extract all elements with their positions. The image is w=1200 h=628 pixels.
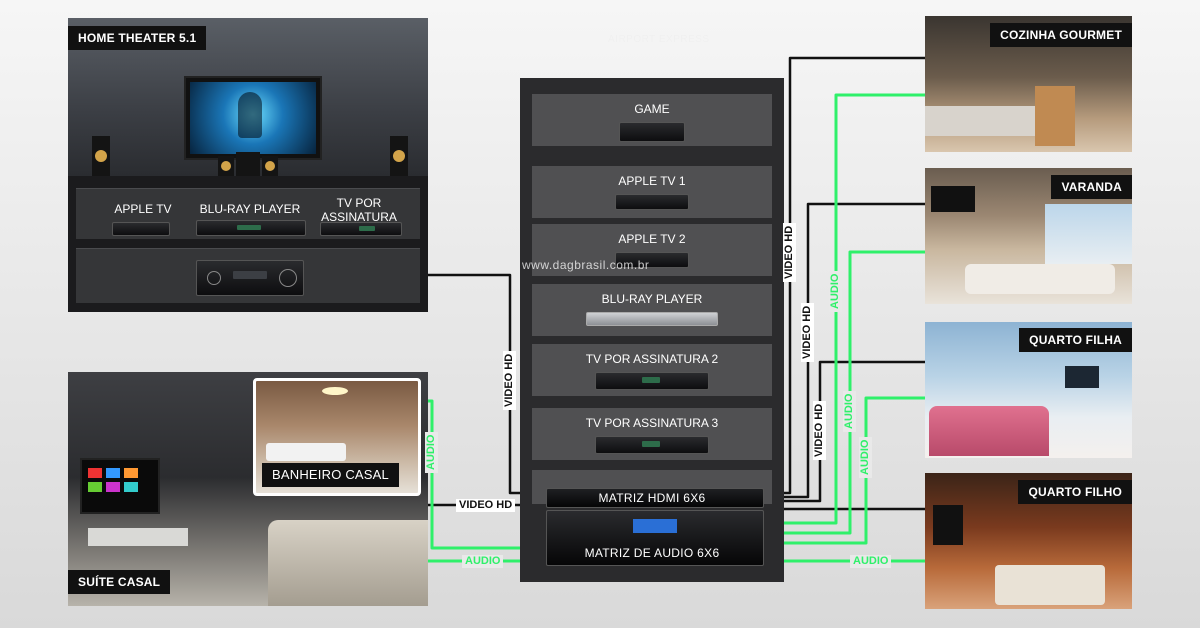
audio-label-suite: AUDIO [462,555,504,568]
video-hd-label-quarto-filha: VIDEO HD [813,400,826,460]
watermark: www.dagbrasil.com.br [522,258,650,272]
varanda-view [1045,204,1132,264]
audio-wire-cozinha [762,93,925,525]
video-hd-label-suite: VIDEO HD [456,499,516,512]
audio-label-cozinha: AUDIO [829,270,842,312]
quarto-filho-tv [933,505,963,545]
speaker-center [236,152,260,176]
ht-device-apple-tv-label: APPLE TV [114,202,172,216]
game-console-icon [619,122,685,142]
speaker-left [92,136,110,176]
quarto-filha-bed [929,406,1049,456]
video-hd-label-home-theater: VIDEO HD [503,350,516,410]
cozinha-gourmet-label: COZINHA GOURMET [990,23,1132,47]
rack-slot-tv-assinatura-2: TV POR ASSINATURA 2 [532,344,772,396]
bed [268,520,428,606]
rack-slot-game: GAME [532,94,772,146]
set-top-box-icon [320,222,402,236]
varanda-sofa [965,264,1115,294]
cozinha-gourmet-panel: COZINHA GOURMET [925,16,1132,152]
tv-stand [88,528,188,546]
ht-device-tv-assinatura-label: TV POR ASSINATURA [321,196,397,224]
set-top-box-3-icon [595,436,709,454]
home-theater-panel: HOME THEATER 5.1 [68,18,428,176]
rack-slot-tv-assinatura-3-label: TV POR ASSINATURA 3 [585,416,719,430]
smart-tv [80,458,160,514]
airport-express-label: AIRPORT EXPRESS [608,34,710,45]
apple-tv-2-icon [615,252,689,268]
video-hd-label-cozinha: VIDEO HD [783,222,796,282]
ceiling-light [322,387,348,395]
audio-label-quarto-filho: AUDIO [850,555,892,568]
quarto-filho-bed [995,565,1105,605]
bluray-player-icon [586,312,718,326]
audio-label-bathroom: AUDIO [425,431,438,473]
equipment-rack: GAME APPLE TV 1 APPLE TV 2 BLU-RAY PLAYE… [520,78,784,582]
rack-slot-apple-tv-2-label: APPLE TV 2 [618,232,686,246]
audio-matrix-label: MATRIZ DE AUDIO 6X6 [584,546,720,560]
speaker-center-left [218,156,234,176]
apple-tv-1-icon [615,194,689,210]
banheiro-casal-label: BANHEIRO CASAL [262,463,399,487]
rack-slot-tv-assinatura-2-label: TV POR ASSINATURA 2 [585,352,719,366]
varanda-panel: VARANDA [925,168,1132,304]
quarto-filho-label: QUARTO FILHO [1018,480,1132,504]
quarto-filho-panel: QUARTO FILHO [925,473,1132,609]
video-hd-label-varanda: VIDEO HD [801,302,814,362]
audio-label-quarto-filha: AUDIO [859,436,872,478]
audio-matrix-display [633,519,677,533]
home-theater-label: HOME THEATER 5.1 [68,26,207,50]
bluray-device-icon [196,220,306,236]
rack-slot-game-label: GAME [634,102,670,116]
home-theater-shelf: APPLE TV BLU-RAY PLAYER TV POR ASSINATUR… [68,176,428,312]
apple-tv-device-icon [112,222,170,236]
av-receiver-icon [196,260,304,296]
varanda-tv [931,186,975,212]
audio-label-varanda: AUDIO [843,390,856,432]
rack-slot-tv-assinatura-3: TV POR ASSINATURA 3 [532,408,772,460]
rack-slot-apple-tv-2: APPLE TV 2 [532,224,772,276]
hdmi-matrix-unit [546,488,764,508]
ht-device-bluray-label: BLU-RAY PLAYER [199,202,301,216]
kitchen-island [1035,86,1075,146]
rack-slot-apple-tv-1-label: APPLE TV 1 [618,174,686,188]
speaker-right [390,136,408,176]
kitchen-counter [925,106,1035,136]
speaker-center-right [262,156,278,176]
banheiro-casal-inset: BANHEIRO CASAL [253,378,421,496]
quarto-filha-panel: QUARTO FILHA [925,322,1132,458]
rack-slot-apple-tv-1: APPLE TV 1 [532,166,772,218]
suite-casal-label: SUÍTE CASAL [68,570,171,594]
varanda-label: VARANDA [1051,175,1132,199]
rack-slot-bluray-label: BLU-RAY PLAYER [601,292,703,306]
bathtub [266,443,346,461]
quarto-filha-tv [1065,366,1099,388]
hdmi-matrix-label: MATRIZ HDMI 6X6 [598,491,706,505]
tv-screen [184,76,322,160]
set-top-box-2-icon [595,372,709,390]
audio-matrix-unit [546,510,764,566]
rack-slot-bluray: BLU-RAY PLAYER [532,284,772,336]
quarto-filha-label: QUARTO FILHA [1019,328,1132,352]
